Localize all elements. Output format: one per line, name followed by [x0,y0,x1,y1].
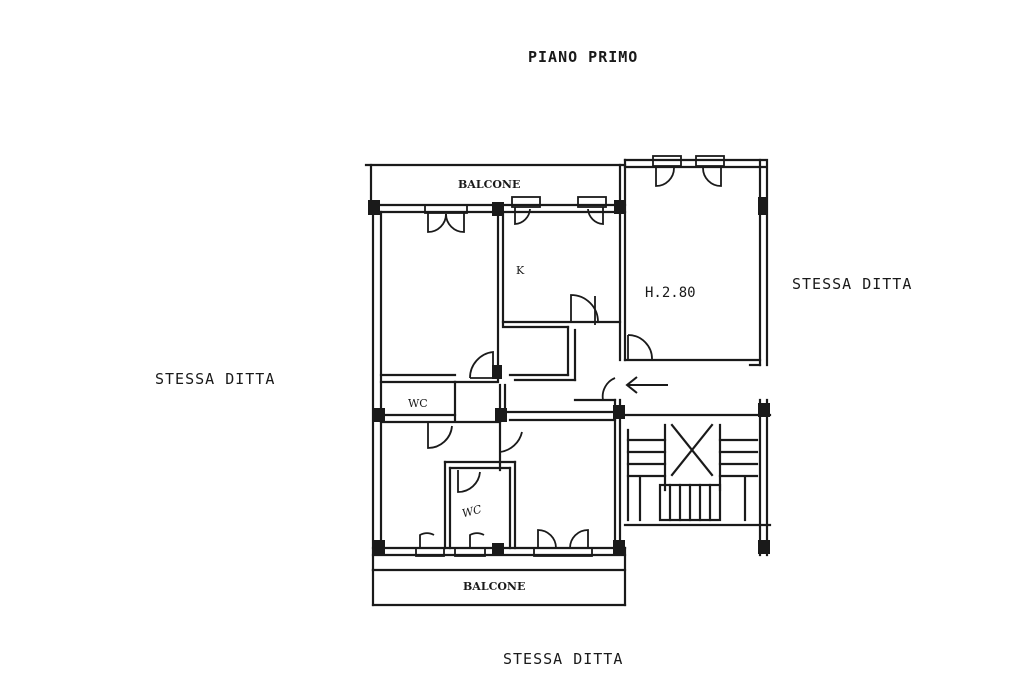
windows [415,155,725,557]
door-swings [427,294,653,493]
outer-walls [371,158,769,572]
ceiling-height-label: H.2.80 [645,285,696,301]
balcony-top-label: BALCONE [458,178,521,191]
plan-title: PIANO PRIMO [528,48,639,66]
kitchen-label: K [516,264,525,277]
lower-wc-walls [443,460,517,550]
balcony-bottom [371,546,627,607]
column-posts [368,197,770,555]
neighbor-left-label: STESSA DITTA [155,370,276,388]
wc-upper-label: WC [408,397,428,410]
neighbor-bottom-label: STESSA DITTA [503,650,624,668]
balcony-bottom-label: BALCONE [463,580,526,593]
interior-walls [379,210,622,550]
neighbor-right-label: STESSA DITTA [792,275,913,293]
entrance-arrow-icon [625,376,668,394]
staircase-icon [623,398,772,557]
